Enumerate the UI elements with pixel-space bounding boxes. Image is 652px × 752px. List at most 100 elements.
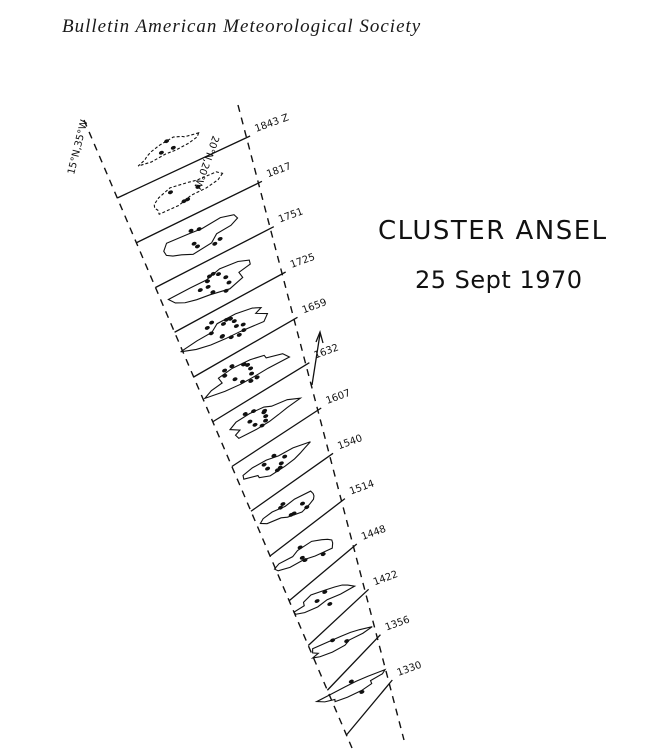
- convective-cell: [158, 150, 164, 155]
- frame-separator-line: [174, 271, 286, 333]
- convective-cell: [223, 275, 229, 280]
- frame-separator-line: [136, 180, 263, 244]
- convective-cell: [233, 324, 239, 328]
- convective-cell: [206, 274, 212, 279]
- convective-cell: [219, 334, 225, 338]
- convective-cell: [330, 638, 336, 643]
- convective-cell: [265, 466, 271, 471]
- cloud-outline: [242, 441, 311, 480]
- convective-cell: [204, 279, 211, 284]
- cloud-outline: [203, 353, 291, 400]
- convective-cell: [210, 290, 216, 295]
- time-label: 1448: [360, 524, 388, 543]
- convective-cell: [188, 228, 194, 233]
- convective-cell: [240, 379, 246, 384]
- frame-separator-line: [307, 588, 370, 646]
- convective-cell: [254, 375, 260, 380]
- time-label: 1356: [384, 614, 412, 633]
- convective-cell: [288, 512, 294, 517]
- convective-cell: [327, 602, 333, 606]
- convective-cell: [223, 317, 229, 322]
- cloud-outline: [293, 584, 357, 615]
- convective-cell: [241, 362, 247, 367]
- frame-separator-line: [231, 407, 322, 468]
- time-label: 1751: [277, 206, 305, 225]
- convective-cell: [191, 241, 197, 246]
- convective-cell: [249, 371, 255, 376]
- time-label: 1330: [396, 660, 424, 679]
- convective-cell: [344, 639, 350, 643]
- frame-separator-line: [155, 226, 275, 289]
- convective-cell: [240, 322, 246, 327]
- convective-cell: [278, 461, 284, 466]
- convective-cell: [228, 335, 234, 340]
- convective-cell: [209, 320, 215, 325]
- figure-title: CLUSTER ANSEL: [378, 216, 608, 246]
- time-label: 1817: [265, 161, 293, 180]
- convective-cell: [299, 555, 305, 560]
- convective-cell: [359, 690, 365, 694]
- convective-cell: [227, 316, 234, 321]
- convective-cell: [212, 241, 218, 246]
- convective-cell: [220, 321, 227, 326]
- convective-cell: [271, 453, 277, 458]
- convective-cell: [232, 377, 238, 382]
- convective-cell: [208, 331, 214, 336]
- convective-cell: [242, 412, 248, 416]
- convective-cell: [217, 236, 223, 241]
- cloud-outline: [314, 668, 387, 703]
- convective-cell: [274, 468, 280, 473]
- convective-cell: [226, 280, 232, 285]
- figure-date: 25 Sept 1970: [415, 266, 583, 294]
- frame-separator-line: [250, 452, 334, 512]
- convective-cell: [304, 505, 310, 510]
- time-label: 1514: [348, 478, 376, 497]
- cloud-outline: [180, 306, 269, 353]
- cloud-outline: [228, 397, 303, 439]
- cloud-outline: [273, 538, 334, 572]
- frame-separator-line: [212, 362, 310, 423]
- frame-separator-line: [288, 543, 358, 602]
- cloud-outline: [167, 259, 251, 304]
- convective-cell: [280, 502, 286, 506]
- time-label: 1632: [313, 342, 341, 361]
- journal-header: Bulletin American Meteorological Society: [62, 16, 422, 37]
- convective-cell: [229, 364, 235, 369]
- convective-cell: [195, 184, 201, 189]
- convective-cell: [231, 319, 237, 324]
- time-label: 1659: [301, 297, 329, 316]
- convective-cell: [259, 423, 265, 428]
- cloud-outline: [153, 171, 224, 215]
- convective-cell: [252, 422, 258, 427]
- frame-separator-line: [269, 498, 346, 557]
- right-edge-dashed-line: [237, 104, 405, 741]
- arrow-head: [315, 329, 324, 344]
- convective-cell: [181, 199, 187, 204]
- convective-cell: [314, 599, 320, 603]
- convective-cell: [322, 590, 328, 594]
- convective-cell: [263, 418, 269, 423]
- time-label: 1540: [336, 433, 364, 452]
- cloud-cluster-sketches: [137, 132, 387, 703]
- frame-separator-line: [117, 135, 251, 199]
- convective-cell: [278, 505, 284, 510]
- latitude-label: 15°N,35°W: [66, 119, 90, 176]
- time-label: 1843 Z: [253, 112, 290, 135]
- time-labels: 1843 Z1817175117251659163216071540151414…: [253, 112, 423, 679]
- convective-cell: [197, 288, 203, 293]
- convective-cell: [194, 244, 200, 249]
- convective-cell: [282, 454, 288, 459]
- convective-cell: [216, 272, 222, 277]
- convective-cell: [205, 284, 211, 289]
- cloud-outline: [163, 214, 239, 257]
- convective-cell: [204, 325, 210, 330]
- time-label: 1607: [324, 388, 352, 407]
- arrow-line: [311, 333, 321, 386]
- frame-separator-line: [193, 316, 298, 378]
- convective-cell: [222, 373, 228, 378]
- convective-cell: [167, 190, 173, 195]
- convective-cell: [164, 139, 170, 144]
- convective-cell: [299, 501, 305, 506]
- convective-cell: [348, 679, 354, 684]
